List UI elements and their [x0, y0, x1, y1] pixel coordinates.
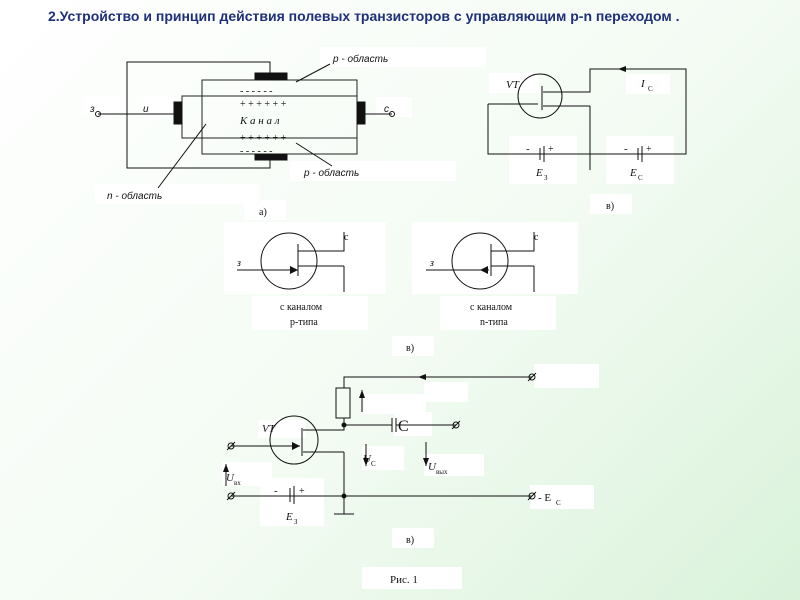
n-region-label: n - область	[107, 190, 162, 202]
fig-c-label: в)	[406, 343, 414, 354]
source-contact	[173, 101, 183, 125]
drain-terminal	[389, 111, 395, 117]
p-top-label: р - область	[332, 53, 388, 65]
uout-label: U	[428, 461, 437, 473]
label-box-caption	[362, 567, 462, 589]
gate-terminal	[95, 111, 101, 117]
fig-d-terminals	[226, 372, 537, 501]
fig-b-label: в)	[606, 201, 614, 212]
page-title: 2.Устройство и принцип действия полевых …	[48, 8, 680, 24]
fig-b-loop	[487, 68, 687, 155]
vt2-label: VT	[262, 423, 276, 435]
label-box-sym2	[412, 222, 578, 294]
uc-label: U	[363, 453, 372, 465]
sym1-drain: с	[344, 232, 349, 243]
ec-sub: С	[638, 174, 643, 182]
sym1-gate: з	[236, 258, 241, 269]
label-box-ec2	[530, 485, 594, 509]
label-box-a	[244, 200, 286, 220]
ez2-minus: -	[274, 485, 278, 497]
node-drain	[341, 422, 347, 428]
plus-row-top: + + + + + +	[240, 99, 287, 110]
ec-minus: -	[624, 143, 628, 155]
label-box-b	[590, 194, 632, 214]
p-bottom-leader	[295, 142, 333, 167]
ez2-label: Е	[285, 511, 293, 523]
caption1-line1: с каналом	[280, 302, 323, 313]
ic-sub: С	[648, 85, 653, 93]
label-box-ec	[606, 136, 674, 184]
device-structure	[95, 61, 395, 189]
label-box-cap-c	[394, 412, 432, 436]
gate-contact-bottom	[254, 153, 288, 161]
ez-sub: З	[544, 174, 548, 182]
vt-label: VT	[506, 79, 520, 91]
label-box-ez2	[260, 478, 324, 526]
symbol-n-channel	[426, 232, 535, 292]
plus-row-bottom: + + + + + +	[240, 133, 287, 144]
channel-label: К а н а л	[239, 115, 280, 127]
sym2-gate: з	[429, 258, 434, 269]
drain-contact	[356, 101, 366, 125]
uc-sub: C	[371, 460, 376, 468]
ez-label: Е	[535, 167, 543, 179]
ec-label: Е	[629, 167, 637, 179]
label-box-top-mid	[424, 382, 468, 402]
caption2-line2: n-типа	[480, 317, 508, 328]
label-box-vt2	[258, 420, 306, 438]
fig-d-circuit	[223, 374, 532, 515]
n-leader	[157, 123, 207, 189]
gate-label: з	[89, 104, 95, 115]
p-bottom-label: р - область	[303, 167, 359, 179]
label-box-p-top	[320, 47, 486, 67]
label-box-c	[392, 336, 434, 356]
uin-sub: вх	[234, 479, 241, 487]
fig-d-label: в)	[406, 535, 414, 546]
label-box-ez	[509, 136, 577, 184]
label-box-gate	[84, 97, 120, 117]
minus-row-top: - - - - - -	[240, 86, 272, 97]
gate-contact-top	[254, 72, 288, 81]
uout-sub: вых	[436, 468, 448, 476]
vt-symbol	[517, 73, 563, 119]
label-box-source	[136, 97, 172, 117]
gate-wire	[126, 61, 271, 169]
label-box-n	[95, 184, 259, 204]
ez-plus: +	[548, 144, 554, 155]
label-box-uout	[424, 454, 484, 476]
fig-a-label: а)	[259, 207, 267, 218]
minus-row-bottom: - - - - - -	[240, 146, 272, 157]
label-box-cap2	[440, 296, 556, 330]
p-top-leader	[295, 63, 331, 83]
caption2-line1: с каналом	[470, 302, 513, 313]
caption1-line2: р-типа	[290, 317, 318, 328]
ic-label: I	[640, 78, 646, 90]
label-box-mid	[364, 394, 426, 414]
capacitor-label: C	[398, 418, 409, 435]
label-box-d	[392, 528, 434, 548]
label-box-ic	[626, 74, 670, 94]
symbol-p-channel	[237, 232, 345, 292]
sym2-drain: с	[534, 232, 539, 243]
source-label: и	[143, 104, 149, 115]
uin-label: U	[226, 472, 235, 484]
ez-minus: -	[526, 143, 530, 155]
minus-ec-label: - Е	[538, 492, 551, 504]
label-box-top-right	[534, 364, 599, 388]
label-box-sym1	[224, 222, 386, 294]
ec-plus: +	[646, 144, 652, 155]
load-resistor	[335, 387, 351, 419]
fig-b-circuit	[487, 66, 687, 170]
vt2-symbol	[269, 415, 319, 465]
ez2-plus: +	[299, 486, 305, 497]
label-box-cap1	[252, 296, 368, 330]
ez2-sub: З	[294, 518, 298, 526]
minus-ec-sub: С	[556, 499, 561, 507]
label-box-drain	[376, 97, 412, 117]
drain-label: с	[384, 104, 389, 115]
figure-caption: Рис. 1	[390, 574, 418, 586]
